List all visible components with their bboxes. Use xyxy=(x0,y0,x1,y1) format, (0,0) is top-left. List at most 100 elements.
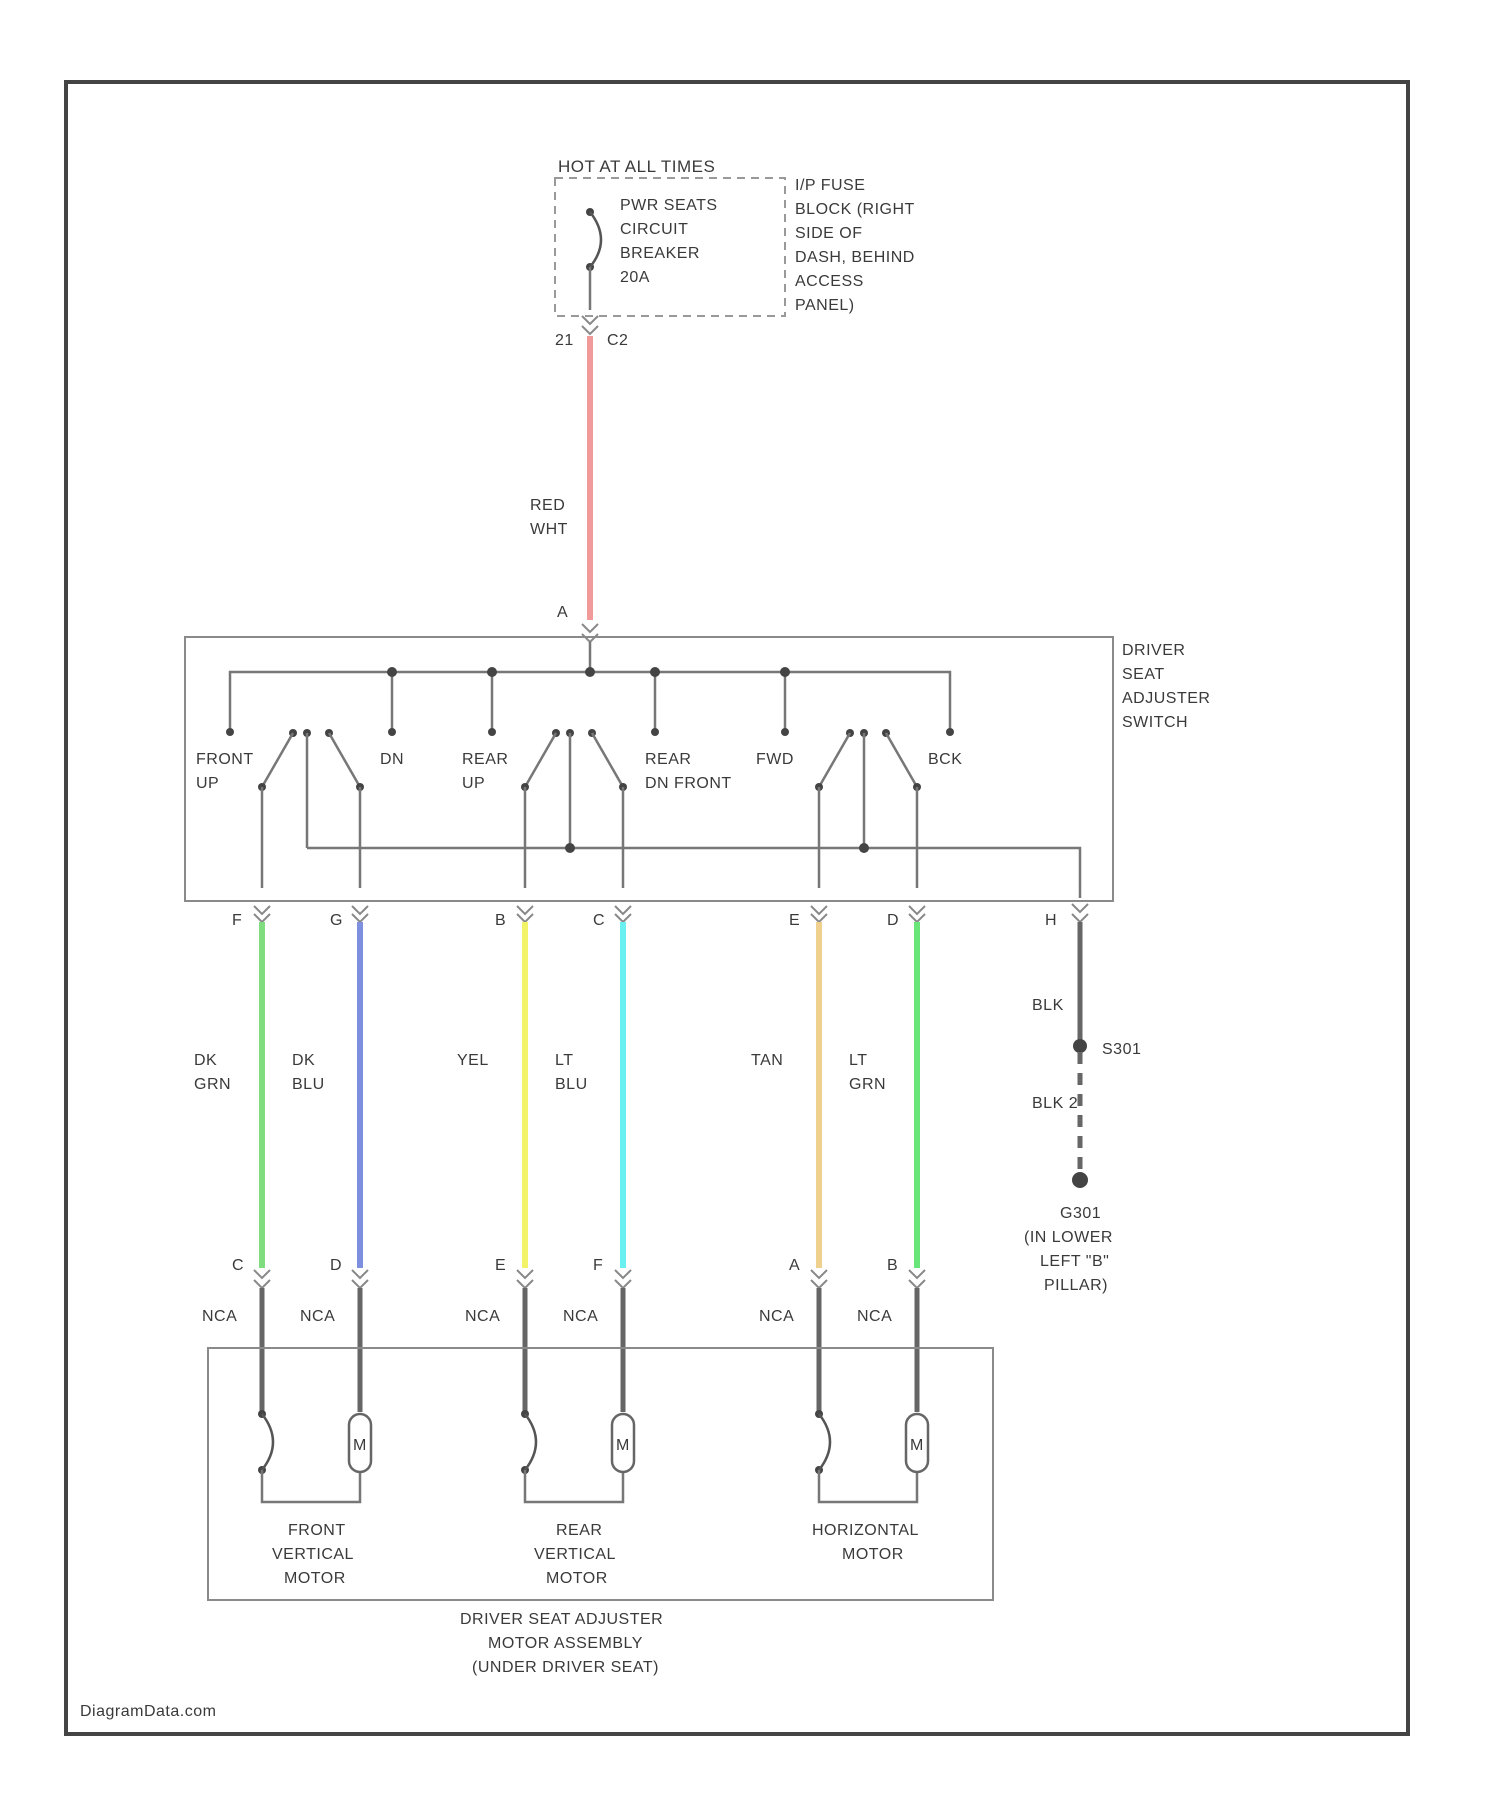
top-pin-label: E xyxy=(789,912,800,929)
wire-color-label: DK xyxy=(194,1052,217,1069)
nca-label: NCA xyxy=(202,1308,237,1325)
harness-wires: FCDKGRNNCAGDDKBLUNCABEYELNCACFLTBLUNCAEA… xyxy=(194,906,925,1412)
breaker-line-4: 20A xyxy=(620,269,650,286)
circuit-breaker-icon xyxy=(586,208,601,310)
bottom-terminal-icon xyxy=(909,1280,925,1288)
bottom-pin-label: E xyxy=(495,1257,506,1274)
bottom-terminal-icon xyxy=(811,1280,827,1288)
ground-location-line-1: G301 xyxy=(1060,1205,1101,1222)
bottom-terminal-icon xyxy=(615,1270,631,1278)
bottom-terminal-icon xyxy=(254,1280,270,1288)
contact-bck: BCK xyxy=(928,751,962,768)
top-pin-label: B xyxy=(495,912,506,929)
fuse-location-line-6: PANEL) xyxy=(795,297,855,314)
motor-loop-wire xyxy=(525,1470,623,1502)
fuse-location-line-2: BLOCK (RIGHT xyxy=(795,201,915,218)
thermal-breaker-icon xyxy=(525,1414,536,1470)
contact-front-up-line-2: UP xyxy=(196,775,219,792)
top-terminal-icon xyxy=(909,906,925,914)
motor-3: M xyxy=(815,1410,928,1502)
top-pin-label: F xyxy=(232,912,242,929)
ground-location-line-3: LEFT "B" xyxy=(1040,1253,1109,1270)
contact-rear-up-line-1: REAR xyxy=(462,751,508,768)
fuse-location-line-3: SIDE OF xyxy=(795,225,863,242)
assembly-name-line-2: MOTOR ASSEMBLY xyxy=(488,1635,643,1652)
harness-wire-6: DBLTGRNNCA xyxy=(849,906,925,1412)
watermark: DiagramData.com xyxy=(80,1703,216,1720)
motor-label-front-2: VERTICAL xyxy=(272,1546,354,1563)
switch-feed-pin-label: A xyxy=(557,604,568,621)
top-terminal-icon xyxy=(254,906,270,914)
top-terminal-icon xyxy=(517,906,533,914)
ground-location-line-4: PILLAR) xyxy=(1044,1277,1108,1294)
harness-wire-2: G D DK BLU NCA xyxy=(292,906,368,1412)
bottom-terminal-icon xyxy=(254,1270,270,1278)
rear-vertical-switch-pole xyxy=(521,729,627,888)
fuse-connector-label: C2 xyxy=(607,332,628,349)
wire-color-label: LT xyxy=(555,1052,573,1069)
top-terminal-icon xyxy=(352,906,368,914)
bottom-pin-label: C xyxy=(232,1257,244,1274)
motor-label-front-1: FRONT xyxy=(288,1522,346,1539)
ground-location-line-2: (IN LOWER xyxy=(1024,1229,1113,1246)
thermal-breaker-icon xyxy=(819,1414,830,1470)
ground-pin-label: H xyxy=(1045,912,1057,929)
breaker-line-1: PWR SEATS xyxy=(620,197,718,214)
contact-fwd: FWD xyxy=(756,751,794,768)
wire-color-label: LT xyxy=(849,1052,867,1069)
contact-rear-up-line-2: UP xyxy=(462,775,485,792)
switch-feed-terminal-icon xyxy=(582,624,598,642)
bottom-terminal-icon xyxy=(352,1280,368,1288)
breaker-line-2: CIRCUIT xyxy=(620,221,688,238)
bottom-terminal-icon xyxy=(615,1280,631,1288)
motor-label-horiz-2: MOTOR xyxy=(842,1546,904,1563)
fuse-pin-label: 21 xyxy=(555,332,574,349)
motor-symbol-label: M xyxy=(910,1437,924,1454)
fuse-connector-terminal-icon xyxy=(582,316,598,334)
feed-wire-color-1: RED xyxy=(530,497,565,514)
motor-symbol-label: M xyxy=(353,1437,367,1454)
motor-label-front-3: MOTOR xyxy=(284,1570,346,1587)
wire-color-label: DK xyxy=(292,1052,315,1069)
bottom-pin-label: B xyxy=(887,1257,898,1274)
bottom-terminal-icon xyxy=(517,1280,533,1288)
horizontal-switch-pole xyxy=(815,729,921,888)
wire-color-label: TAN xyxy=(751,1052,783,1069)
bottom-terminal-icon xyxy=(352,1270,368,1278)
motor-1: M xyxy=(258,1410,371,1502)
switch-internal-bus xyxy=(226,642,954,736)
motor-label-rear-3: MOTOR xyxy=(546,1570,608,1587)
nca-label: NCA xyxy=(300,1308,335,1325)
bottom-terminal-icon xyxy=(811,1270,827,1278)
bottom-pin-label: A xyxy=(789,1257,800,1274)
switch-ground-bus xyxy=(307,843,1080,888)
top-terminal-icon xyxy=(811,906,827,914)
splice-label: S301 xyxy=(1102,1041,1141,1058)
ground-wire-color-2: BLK 2 xyxy=(1032,1095,1078,1112)
bottom-terminal-icon xyxy=(517,1270,533,1278)
motor-2: M xyxy=(521,1410,634,1502)
top-pin-label: G xyxy=(330,912,343,929)
ground-circuit xyxy=(1072,888,1088,1188)
top-pin-label: D xyxy=(887,912,899,929)
assembly-name-line-1: DRIVER SEAT ADJUSTER xyxy=(460,1611,663,1628)
ground-wire-color: BLK xyxy=(1032,997,1064,1014)
motor-symbol-label: M xyxy=(616,1437,630,1454)
fuse-location-line-5: ACCESS xyxy=(795,273,864,290)
fuse-location-line-4: DASH, BEHIND xyxy=(795,249,915,266)
nca-label: NCA xyxy=(857,1308,892,1325)
bottom-pin-label: D xyxy=(330,1257,342,1274)
feed-wire-color-2: WHT xyxy=(530,521,568,538)
contact-rear-dn-front-line-2: DN FRONT xyxy=(645,775,732,792)
switch-name-line-1: DRIVER xyxy=(1122,642,1185,659)
wire-color-label: YEL xyxy=(457,1052,489,1069)
motor-loop-wire xyxy=(262,1470,360,1502)
nca-label: NCA xyxy=(563,1308,598,1325)
hot-at-all-times-label: HOT AT ALL TIMES xyxy=(558,157,715,176)
wire-color-label: BLU xyxy=(292,1076,325,1093)
